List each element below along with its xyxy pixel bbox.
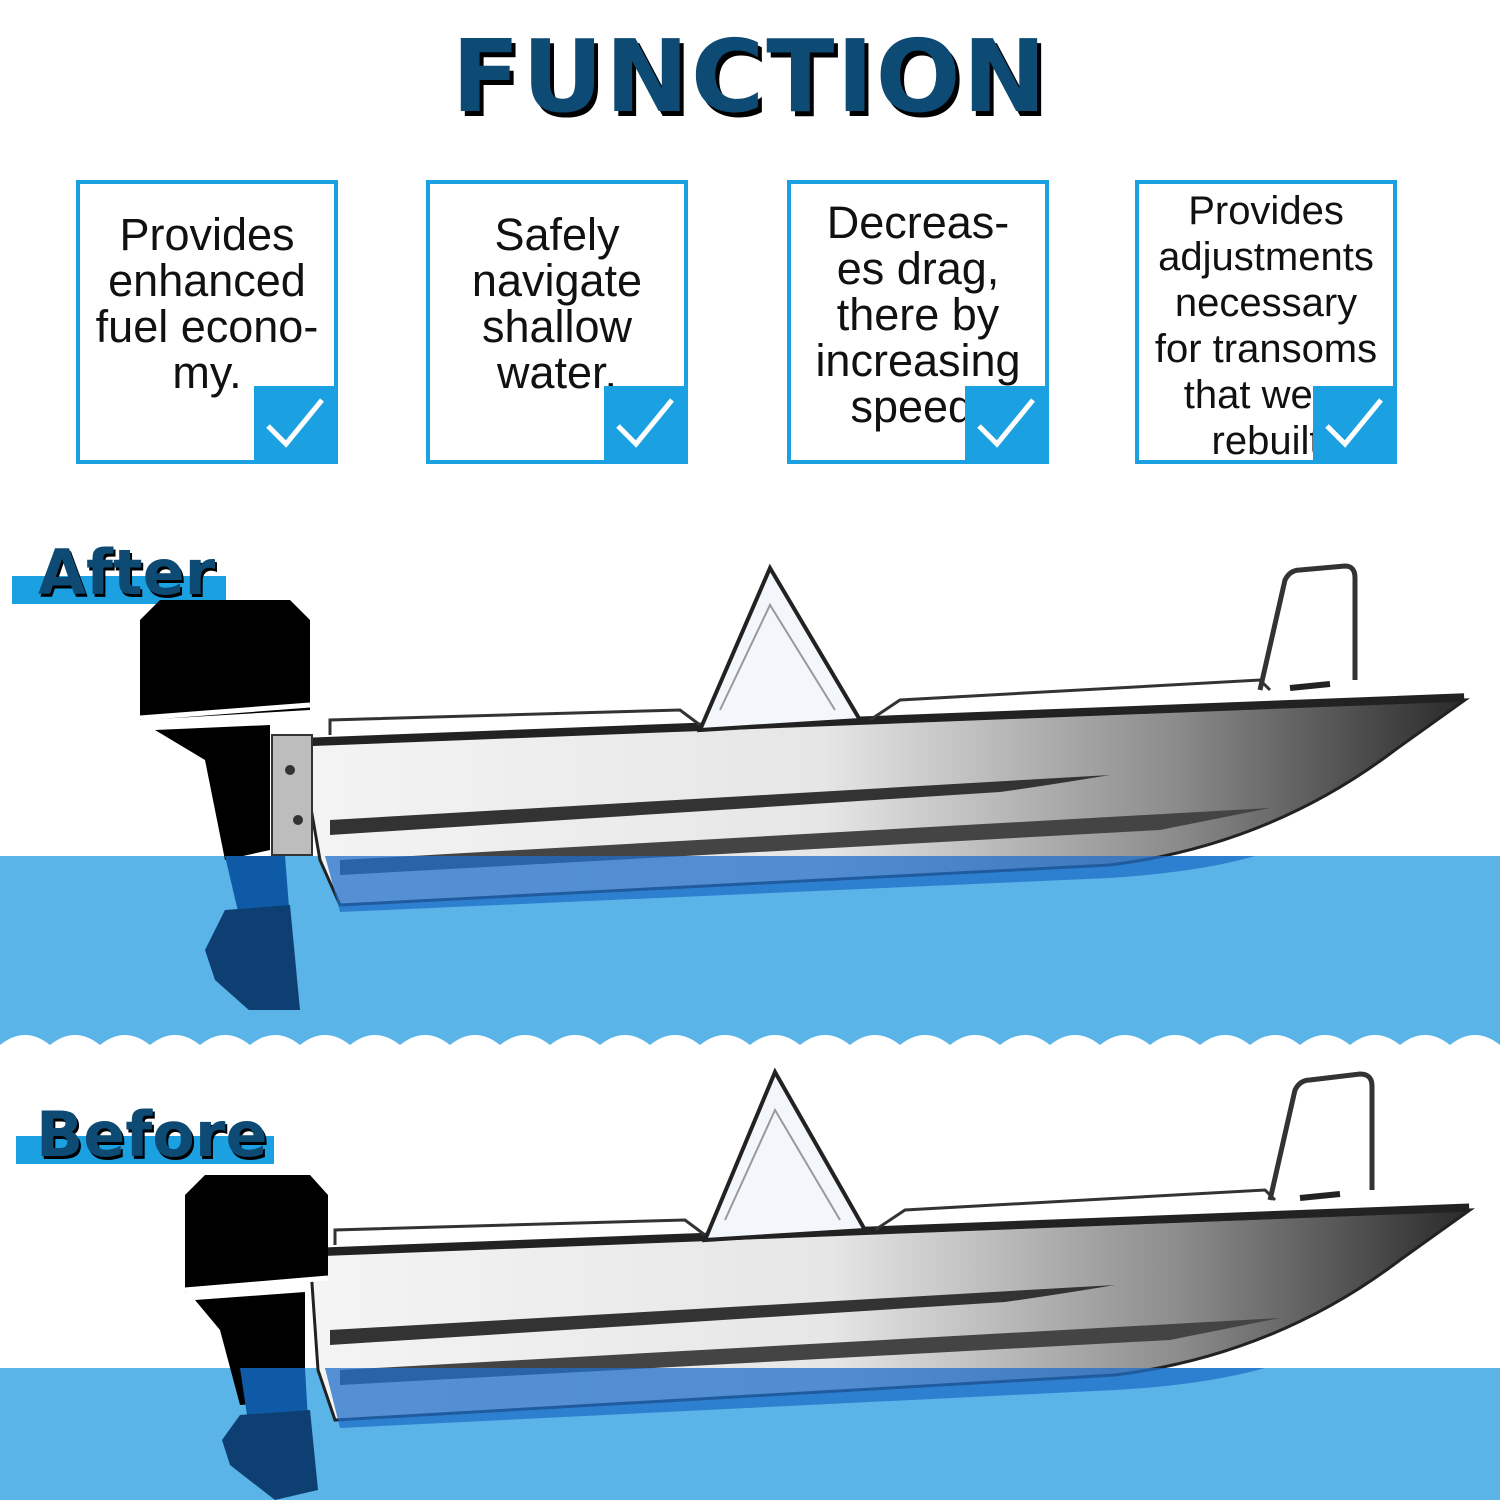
wave-divider <box>0 1010 1500 1060</box>
feature-text: Decreas- es drag, there by increasing sp… <box>815 197 1021 432</box>
checkmark-icon <box>254 386 334 460</box>
feature-text: Provides adjustments necessary for trans… <box>1154 189 1378 463</box>
after-label-bar <box>12 576 226 604</box>
before-label-bar <box>16 1136 274 1164</box>
feature-text: Provides enhanced fuel econo- my. <box>95 209 319 398</box>
after-label: After <box>38 536 216 609</box>
checkmark-icon <box>965 386 1045 460</box>
feature-card-speed: Decreas- es drag, there by increasing sp… <box>787 180 1049 464</box>
feature-text: Safely navigate shallow water. <box>471 209 643 398</box>
outboard-motor-icon <box>184 1175 329 1500</box>
checkmark-icon <box>604 386 684 460</box>
before-scene <box>0 1060 1500 1500</box>
after-scene <box>0 560 1500 1030</box>
outboard-motor-icon <box>139 600 313 1020</box>
boat-icon <box>298 563 1470 907</box>
before-label: Before <box>36 1098 268 1171</box>
checkmark-icon <box>1313 386 1393 460</box>
page-title: FUNCTION <box>451 18 1049 135</box>
feature-card-transom: Provides adjustments necessary for trans… <box>1135 180 1397 464</box>
feature-card-shallow: Safely navigate shallow water. <box>426 180 688 464</box>
boat-icon <box>308 1067 1475 1422</box>
feature-card-fuel: Provides enhanced fuel econo- my. <box>76 180 338 464</box>
